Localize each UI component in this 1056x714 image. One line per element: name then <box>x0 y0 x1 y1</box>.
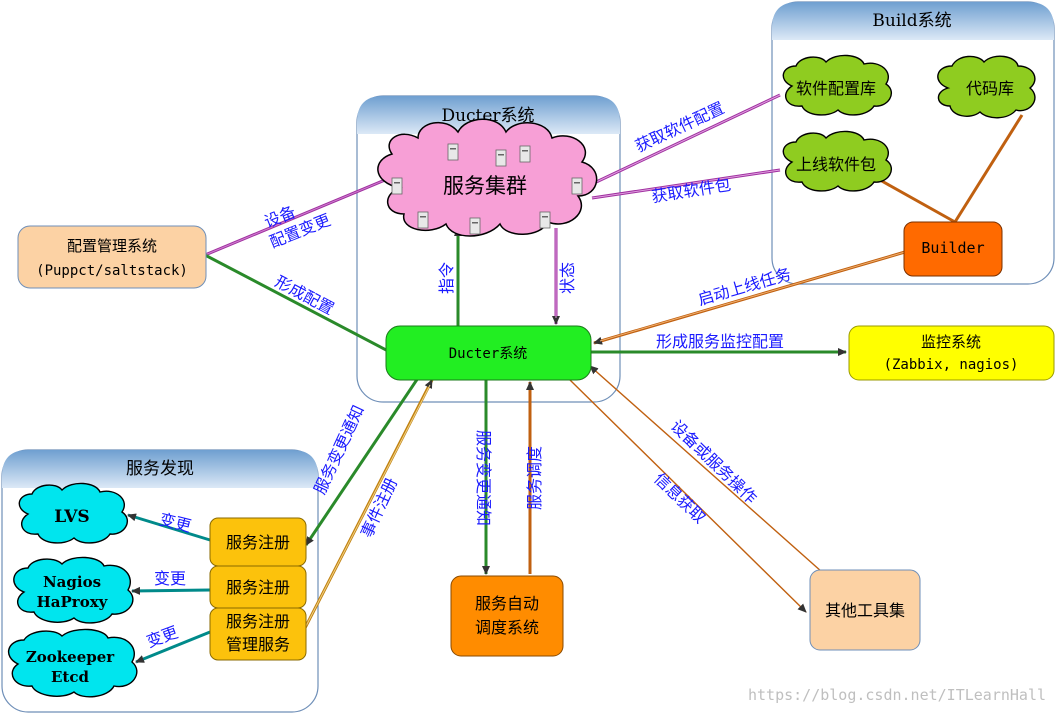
cluster-label: 服务集群 <box>443 174 527 198</box>
lvs-label: LVS <box>54 507 89 527</box>
edge-change-lvs <box>127 513 211 542</box>
config-system-subtitle: (Puppct/saltstack) <box>36 263 188 279</box>
ducter-core-label: Ducter系统 <box>449 346 528 362</box>
server-icon <box>495 149 507 167</box>
label-service-change-notify-mid: 服务变更通知 <box>474 430 493 526</box>
label-status: 状态 <box>558 262 577 294</box>
label-event-register: 事件注册 <box>357 475 401 541</box>
tools-node[interactable]: 其他工具集 <box>809 569 921 651</box>
server-icon <box>539 211 551 229</box>
server-icon <box>519 145 531 163</box>
server-icon <box>571 177 583 195</box>
edge-ducter-to-tools <box>569 379 807 613</box>
monitor-title: 监控系统 <box>921 333 981 351</box>
nagios-label: Nagios <box>43 573 101 591</box>
etcd-label: Etcd <box>51 668 89 686</box>
register2-label: 服务注册 <box>226 578 290 597</box>
scheduler-subtitle: 调度系统 <box>475 618 539 637</box>
scheduler-node[interactable]: 服务自动 调度系统 <box>450 575 564 657</box>
watermark: https://blog.csdn.net/ITLearnHall <box>748 686 1046 704</box>
release-package-label: 上线软件包 <box>796 155 876 174</box>
register1-label: 服务注册 <box>226 533 290 552</box>
nagios-haproxy-cloud[interactable]: Nagios HaProxy <box>13 556 134 624</box>
zookeeper-label: Zookeeper <box>26 648 115 666</box>
edge-change-zookeeper <box>135 630 211 664</box>
build-group-title: Build系统 <box>872 11 951 31</box>
config-system-title: 配置管理系统 <box>67 237 157 255</box>
register3-subtitle: 管理服务 <box>226 635 290 654</box>
ducter-core-node[interactable]: Ducter系统 <box>385 325 592 381</box>
edge-package-to-builder <box>879 178 956 224</box>
builder-label: Builder <box>921 239 984 257</box>
software-config-repo-cloud[interactable]: 软件配置库 <box>782 54 892 116</box>
service-register-manager-node[interactable]: 服务注册 管理服务 <box>209 607 307 661</box>
label-info-fetch: 信息获取 <box>650 469 709 527</box>
tools-label: 其他工具集 <box>825 601 905 620</box>
builder-node[interactable]: Builder <box>903 221 1003 277</box>
label-service-change-notify-left: 服务变更通知 <box>310 402 368 497</box>
label-command: 指令 <box>437 262 456 294</box>
software-config-repo-label: 软件配置库 <box>796 79 876 98</box>
release-package-cloud[interactable]: 上线软件包 <box>782 130 892 192</box>
edge-notify-left <box>304 377 420 546</box>
haproxy-label: HaProxy <box>37 593 109 611</box>
edge-tools-to-ducter <box>589 365 823 573</box>
server-icon <box>391 177 403 195</box>
service-cluster-cloud[interactable]: 服务集群 <box>377 118 598 237</box>
server-icon <box>417 211 429 229</box>
service-register-node-1[interactable]: 服务注册 <box>209 517 307 567</box>
label-change-2: 变更 <box>154 569 186 588</box>
server-icon <box>469 217 481 235</box>
label-service-schedule: 服务调度 <box>525 446 544 510</box>
connectors <box>127 93 1024 664</box>
label-monitor-config: 形成服务监控配置 <box>656 332 784 351</box>
config-management-node[interactable]: 配置管理系统 (Puppct/saltstack) <box>17 225 207 289</box>
label-start-release: 启动上线任务 <box>696 264 794 309</box>
code-repo-cloud[interactable]: 代码库 <box>937 55 1036 119</box>
server-icon <box>447 143 459 161</box>
ducter-group-title: Ducter系统 <box>441 106 534 126</box>
label-get-package: 获取软件包 <box>650 175 732 206</box>
code-repo-label: 代码库 <box>966 79 1014 98</box>
discovery-group-title: 服务发现 <box>126 459 194 479</box>
edge-change-nagios <box>131 586 211 595</box>
monitor-system-node[interactable]: 监控系统 (Zabbix, nagios) <box>848 325 1055 381</box>
lvs-cloud[interactable]: LVS <box>18 482 128 544</box>
monitor-subtitle: (Zabbix, nagios) <box>884 357 1019 373</box>
scheduler-title: 服务自动 <box>475 594 539 613</box>
service-register-node-2[interactable]: 服务注册 <box>209 565 307 609</box>
zookeeper-etcd-cloud[interactable]: Zookeeper Etcd <box>7 628 138 698</box>
edge-code-to-builder <box>953 114 1024 223</box>
register3-title: 服务注册 <box>226 612 290 631</box>
edge-config-to-ducter <box>204 253 391 354</box>
